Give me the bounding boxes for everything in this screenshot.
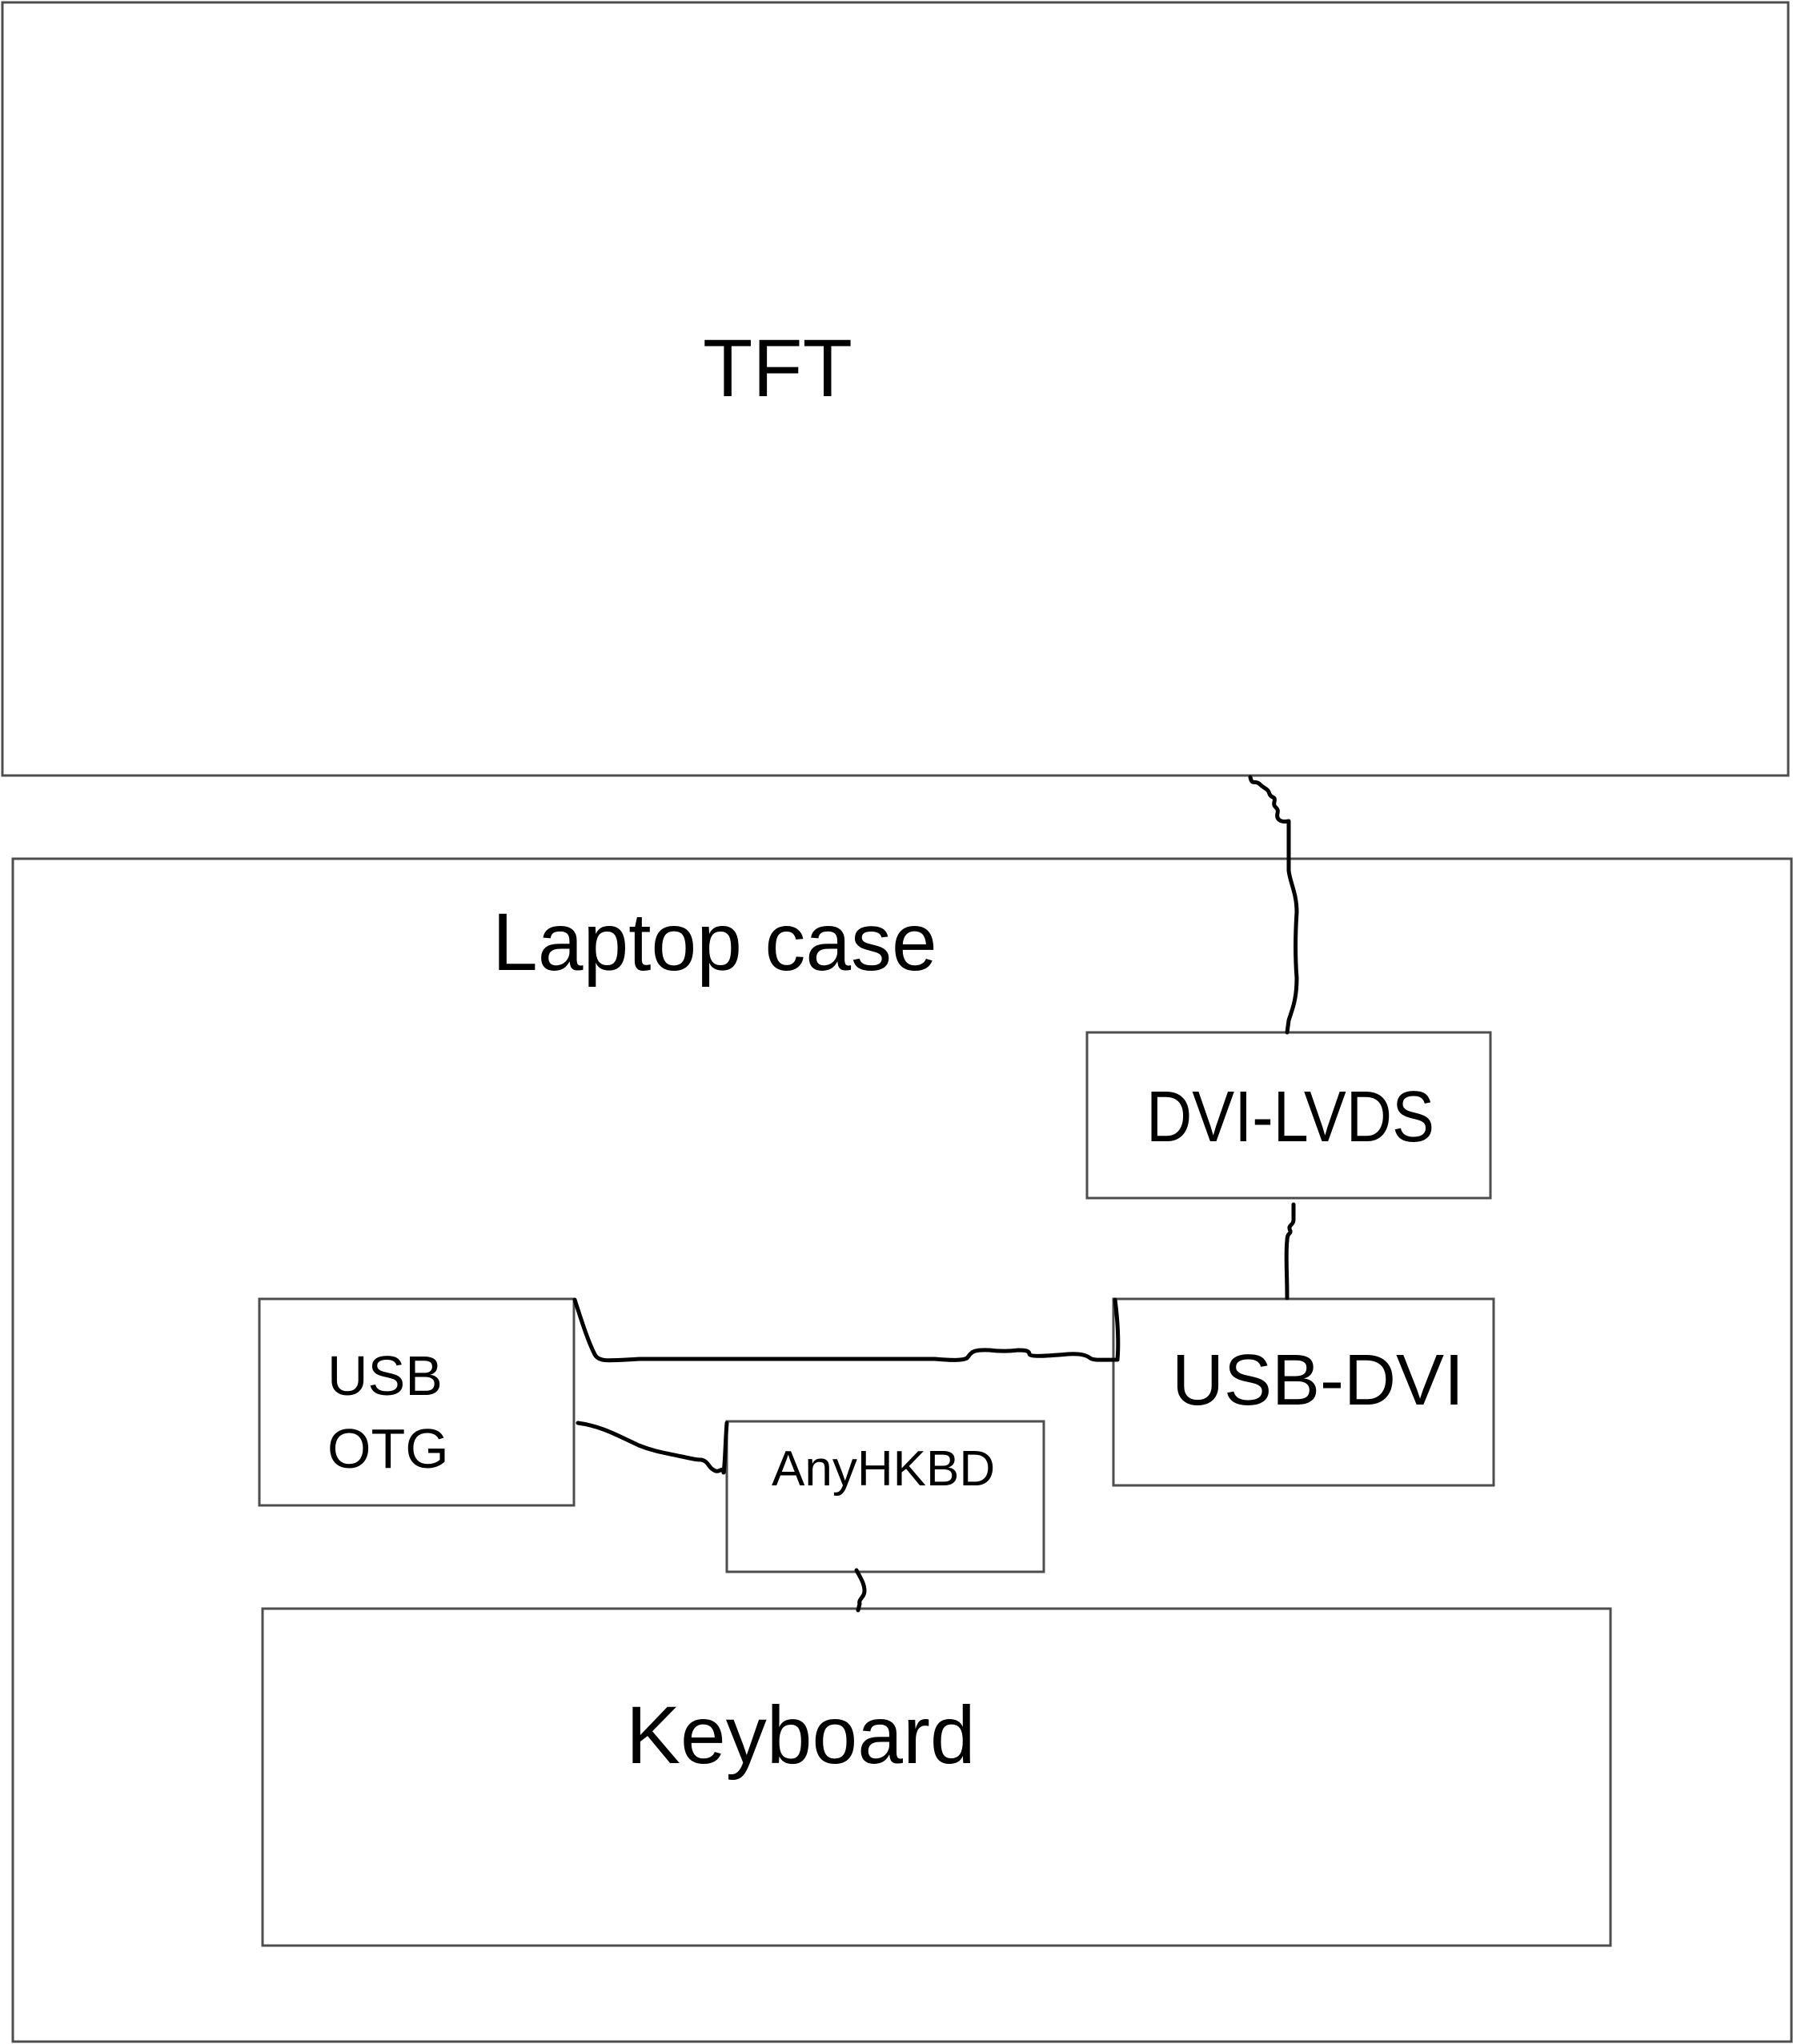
anyhkbd-node: AnyHKBD <box>725 1420 1045 1573</box>
anyhkbd-box <box>725 1420 1045 1573</box>
wire-usb-otg-to-anyhkbd <box>576 1421 729 1475</box>
usb-otg-label-line2: OTG <box>327 1417 449 1480</box>
laptop-case-label: Laptop case <box>492 896 937 988</box>
keyboard-label: Keyboard <box>626 1689 976 1781</box>
wire-anyhkbd-to-keyboard <box>854 1568 867 1613</box>
tft-box <box>1 1 1790 777</box>
dvi-lvds-node: DVI-LVDS <box>1085 1031 1492 1200</box>
usb-dvi-box <box>1112 1297 1495 1487</box>
usb-otg-box <box>258 1297 576 1507</box>
usb-otg-node: USB OTG <box>258 1297 576 1507</box>
usb-dvi-node: USB-DVI <box>1112 1297 1495 1487</box>
wire-dvi-lvds-to-usb-dvi <box>1284 1202 1296 1301</box>
wire-tft-to-dvi-lvds <box>1248 775 1299 1035</box>
keyboard-box <box>261 1607 1612 1947</box>
usb-dvi-label: USB-DVI <box>1172 1341 1464 1421</box>
anyhkbd-label: AnyHKBD <box>772 1441 995 1497</box>
keyboard-node: Keyboard <box>261 1607 1612 1947</box>
wire-usb-otg-to-usb-dvi <box>572 1297 1121 1363</box>
tft-node: TFT <box>1 1 1790 777</box>
tft-label: TFT <box>703 323 852 414</box>
usb-otg-label-line1: USB <box>327 1345 443 1407</box>
dvi-lvds-label: DVI-LVDS <box>1146 1077 1434 1157</box>
